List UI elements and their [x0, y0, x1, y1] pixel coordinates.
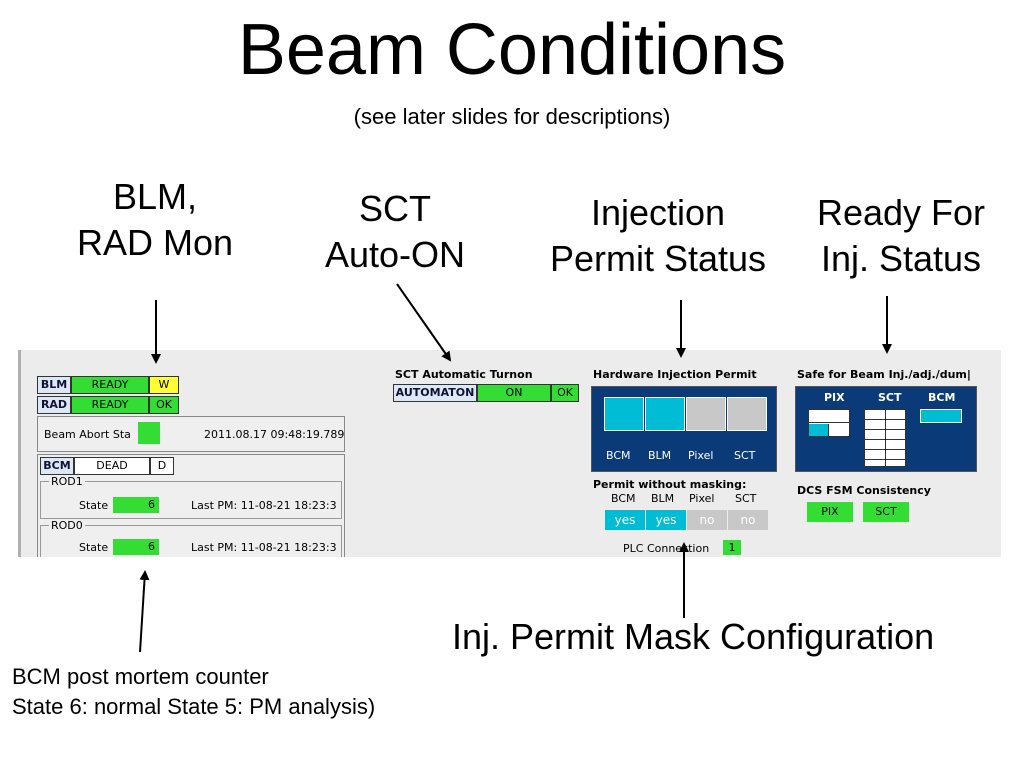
- annotation-blm: BLM, RAD Mon: [55, 174, 255, 266]
- masking-value-bcm: yes: [605, 510, 645, 530]
- rad-flag: OK: [149, 396, 179, 414]
- safe-beam-label-pix: PIX: [824, 391, 845, 404]
- masking-heading: Permit without masking:: [593, 478, 747, 491]
- rod1-name: ROD1: [49, 475, 85, 488]
- annotation-bcm-counter: BCM post mortem counter State 6: normal …: [12, 662, 532, 722]
- hw-permit-box: BCM BLM Pixel SCT: [591, 386, 777, 472]
- annotation-ready-line1: Ready For: [816, 192, 986, 233]
- masking-label-bcm: BCM: [611, 492, 636, 505]
- dcs-fsm-pix: PIX: [807, 502, 853, 522]
- dcs-fsm-heading: DCS FSM Consistency: [797, 484, 931, 497]
- sct-heading: SCT Automatic Turnon: [395, 368, 533, 381]
- hw-permit-pixel-indicator: [686, 397, 726, 431]
- rod0-frame: ROD0 State 6 Last PM: 11-08-21 18:23:3: [40, 519, 342, 557]
- bcm-flag: D: [150, 457, 174, 475]
- blm-label: BLM: [37, 376, 71, 394]
- annotation-sct-line1: SCT: [359, 188, 431, 229]
- bcm-group: BCM DEAD D ROD1 State 6 Last PM: 11-08-2…: [37, 454, 345, 557]
- annotation-bcm-line1: BCM post mortem counter: [12, 664, 269, 689]
- beam-abort-timestamp: 2011.08.17 09:48:19.789: [204, 428, 345, 441]
- hw-permit-bcm-indicator: [604, 397, 644, 431]
- rad-state: READY: [71, 396, 149, 414]
- rad-label: RAD: [37, 396, 71, 414]
- rod0-state-label: State: [79, 541, 109, 554]
- annotation-mask-config: Inj. Permit Mask Configuration: [452, 616, 935, 657]
- annotation-sct-line2: Auto-ON: [324, 234, 466, 275]
- masking-value-blm: yes: [646, 510, 686, 530]
- annotation-blm-line2: RAD Mon: [76, 222, 234, 263]
- arrow-bcm-counter: [139, 570, 150, 653]
- annotation-ready-line2: Inj. Status: [820, 238, 982, 279]
- hw-permit-label-bcm: BCM: [606, 449, 631, 462]
- masking-value-pixel: no: [687, 510, 727, 530]
- annotation-bcm-line2: State 6: normal State 5: PM analysis): [12, 694, 376, 719]
- sct-automaton-state: ON: [477, 384, 551, 402]
- rod1-frame: ROD1 State 6 Last PM: 11-08-21 18:23:3: [40, 475, 342, 519]
- safe-beam-sct-indicator: [864, 409, 906, 467]
- safe-beam-label-bcm: BCM: [928, 391, 956, 404]
- plc-connection-value: 1: [723, 540, 741, 555]
- blm-flag: W: [149, 376, 179, 394]
- annotation-blm-line1: BLM,: [112, 176, 198, 217]
- annotation-injection-line1: Injection: [590, 192, 726, 233]
- safe-beam-pix-indicator: [808, 409, 850, 437]
- rod0-name: ROD0: [49, 519, 85, 532]
- bcm-state: DEAD: [74, 457, 150, 475]
- hw-permit-label-sct: SCT: [734, 449, 756, 462]
- arrow-sct: [396, 283, 452, 362]
- detector-status-panel: BLM READY W RAD READY OK Beam Abort Sta …: [18, 350, 1001, 557]
- annotation-ready-for-injection: Ready For Inj. Status: [796, 190, 1006, 282]
- sct-automaton-flag: OK: [551, 384, 579, 402]
- blm-state: READY: [71, 376, 149, 394]
- safe-beam-box: PIX SCT BCM: [795, 386, 977, 472]
- sct-automaton-label: AUTOMATON: [393, 384, 477, 402]
- beam-abort-indicator: [138, 422, 160, 444]
- masking-label-sct: SCT: [735, 492, 757, 505]
- rod0-state-value: 6: [113, 539, 159, 555]
- rod1-state-value: 6: [113, 497, 159, 513]
- beam-abort-group: Beam Abort Sta 2011.08.17 09:48:19.789: [37, 416, 345, 452]
- rod0-last-pm: Last PM: 11-08-21 18:23:3: [191, 541, 337, 554]
- slide-title: Beam Conditions: [237, 10, 787, 90]
- safe-beam-heading: Safe for Beam Inj./adj./dum|: [797, 368, 971, 381]
- dcs-fsm-sct: SCT: [863, 502, 909, 522]
- masking-label-pixel: Pixel: [689, 492, 715, 505]
- annotation-sct: SCT Auto-ON: [295, 186, 495, 278]
- annotation-injection-line2: Permit Status: [549, 238, 767, 279]
- hw-permit-heading: Hardware Injection Permit: [593, 368, 757, 381]
- masking-value-sct: no: [728, 510, 768, 530]
- annotation-injection-permit: Injection Permit Status: [522, 190, 794, 282]
- slide-subtitle: (see later slides for descriptions): [353, 104, 671, 129]
- beam-abort-label: Beam Abort Sta: [44, 428, 131, 441]
- safe-beam-label-sct: SCT: [878, 391, 902, 404]
- hw-permit-blm-indicator: [645, 397, 685, 431]
- hw-permit-label-blm: BLM: [648, 449, 672, 462]
- safe-beam-bcm-indicator: [920, 409, 962, 423]
- masking-label-blm: BLM: [651, 492, 675, 505]
- rod1-state-label: State: [79, 499, 109, 512]
- hw-permit-sct-indicator: [727, 397, 767, 431]
- rod1-last-pm: Last PM: 11-08-21 18:23:3: [191, 499, 337, 512]
- hw-permit-label-pixel: Pixel: [688, 449, 714, 462]
- bcm-label: BCM: [40, 457, 74, 475]
